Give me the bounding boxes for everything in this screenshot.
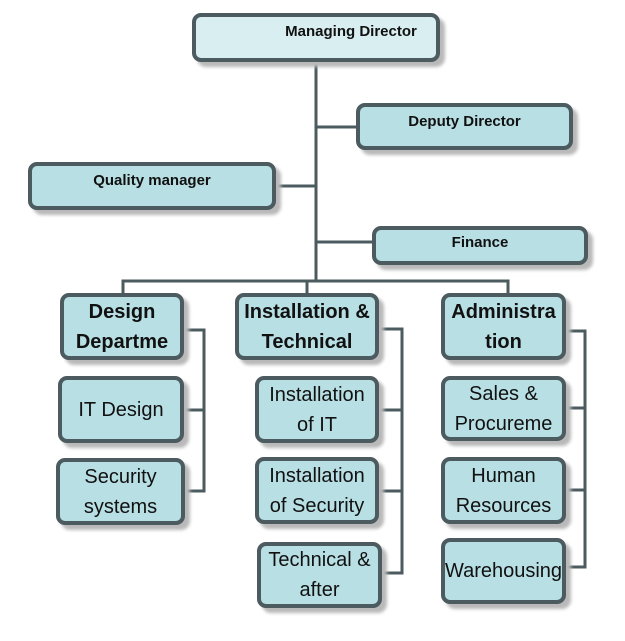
managing-director-box: Managing Director (192, 13, 440, 62)
design-department-box: Design Departme (60, 293, 184, 360)
human-resources-box: Human Resources (441, 457, 566, 524)
finance-box: Finance (372, 226, 588, 265)
installation-of-security-box: Installation of Security (255, 457, 379, 524)
installation-of-it-box: Installation of IT (255, 376, 379, 443)
technical-after-box: Technical & after (257, 542, 382, 608)
installation-technical-box: Installation & Technical (235, 293, 379, 360)
administration-box: Administra tion (441, 293, 566, 360)
warehousing-box: Warehousing (441, 538, 566, 604)
sales-procurement-box: Sales & Procureme (441, 376, 566, 441)
it-design-box: IT Design (58, 376, 184, 443)
deputy-director-box: Deputy Director (356, 103, 573, 150)
security-systems-box: Security systems (56, 458, 185, 525)
quality-manager-box: Quality manager (28, 162, 276, 210)
